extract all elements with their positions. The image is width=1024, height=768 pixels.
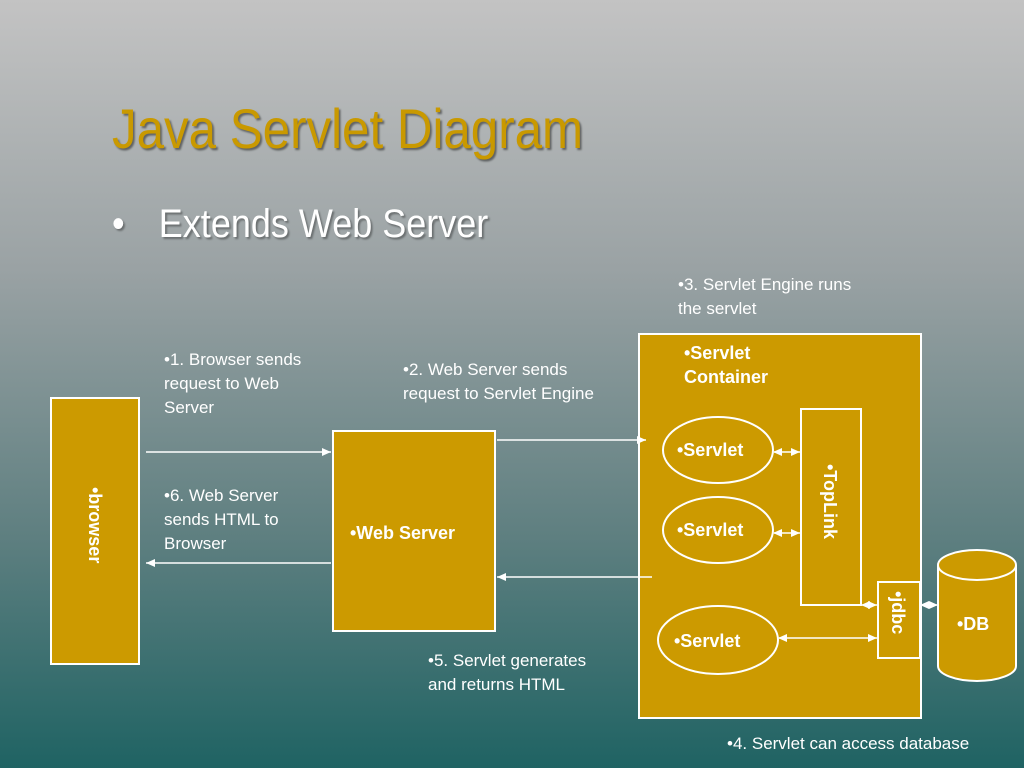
servlet-container-label-line1: •Servlet (684, 343, 751, 363)
step6-line1: •6. Web Server (164, 486, 279, 505)
browser-label: •browser (85, 487, 105, 564)
step5-line2: and returns HTML (428, 675, 565, 694)
servlet-container-label-line2: Container (684, 367, 769, 387)
step3-line2: the servlet (678, 299, 757, 318)
db-label: •DB (957, 614, 990, 634)
web-server-label: •Web Server (350, 523, 456, 543)
servlet-1-label: •Servlet (677, 440, 744, 460)
step6-line3: Browser (164, 534, 227, 553)
step2-line2: request to Servlet Engine (403, 384, 594, 403)
step5-line1: •5. Servlet generates (428, 651, 587, 670)
step4-annotation: •4. Servlet can access database (727, 734, 970, 753)
db-cylinder (937, 549, 1017, 682)
browser-box: •browser (50, 397, 140, 665)
page-title: Java Servlet Diagram (112, 97, 584, 160)
web-server-box: •Web Server (332, 430, 496, 632)
servlet-2-label: •Servlet (677, 520, 744, 540)
bullet-extends-web-server: • Extends Web Server (112, 202, 488, 247)
step6-line2: sends HTML to (164, 510, 279, 529)
jdbc-label: •jdbc (888, 591, 908, 635)
jdbc-box: •jdbc (877, 581, 921, 659)
servlet-3-label: •Servlet (674, 631, 741, 651)
step2-line1: •2. Web Server sends (403, 360, 568, 379)
step1-line3: Server (164, 398, 215, 417)
bullet-text: Extends Web Server (158, 202, 489, 246)
step1-line1: •1. Browser sends (164, 350, 302, 369)
step1-line2: request to Web (164, 374, 279, 393)
toplink-label: •TopLink (820, 464, 840, 539)
bullet-marker: • (112, 202, 125, 246)
toplink-box: •TopLink (800, 408, 862, 606)
step3-line1: •3. Servlet Engine runs (678, 275, 852, 294)
